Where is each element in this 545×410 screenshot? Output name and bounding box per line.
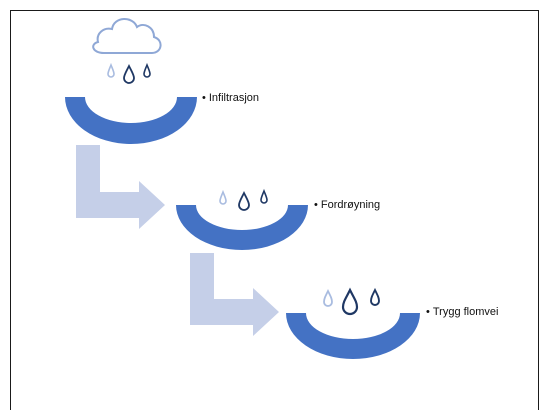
raindrop-icon	[123, 63, 135, 84]
raindrop-icon	[260, 188, 268, 204]
diagram-frame	[10, 10, 539, 410]
raindrops-3	[323, 287, 380, 316]
raindrops-1	[107, 62, 151, 84]
raindrops-2	[219, 188, 268, 211]
cloud-icon	[92, 18, 162, 54]
stage-label-text: Infiltrasjon	[208, 92, 259, 104]
stage-label-infiltration: •Infiltrasjon	[202, 92, 259, 104]
stage-label-safe-floodway: •Trygg flomvei	[426, 306, 498, 318]
stage-label-detention: •Fordrøyning	[314, 199, 380, 211]
raindrop-icon	[238, 190, 250, 211]
bowl-1	[65, 97, 197, 144]
stage-label-text: Trygg flomvei	[432, 306, 499, 318]
raindrop-icon	[107, 62, 115, 78]
raindrop-icon	[143, 62, 151, 78]
bullet: •	[202, 92, 206, 104]
stage-label-text: Fordrøyning	[320, 199, 381, 211]
bowl-3	[286, 313, 420, 359]
bullet: •	[314, 199, 318, 211]
arrow-1	[76, 145, 165, 229]
bullet: •	[426, 306, 430, 318]
arrow-2	[190, 253, 279, 336]
raindrop-icon	[219, 189, 227, 205]
raindrop-icon	[341, 287, 359, 316]
raindrop-icon	[370, 287, 380, 306]
bowl-2	[176, 205, 308, 250]
raindrop-icon	[323, 288, 333, 307]
